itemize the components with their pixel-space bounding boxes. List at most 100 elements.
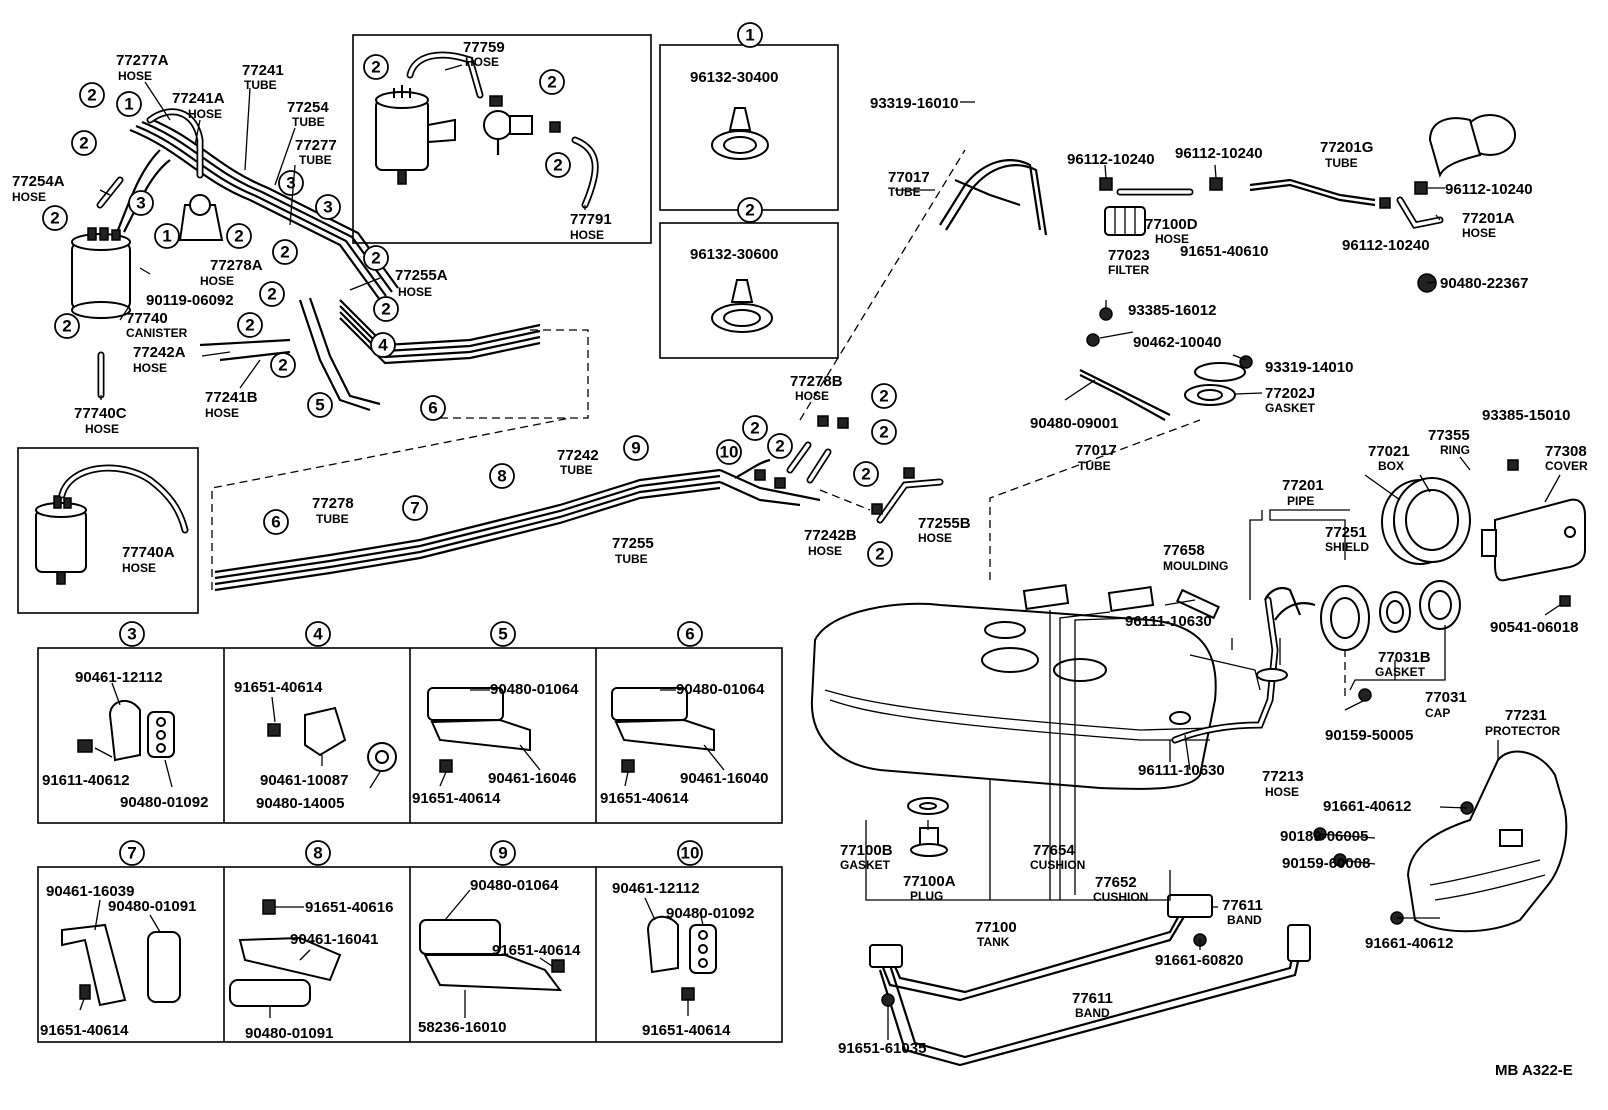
svg-text:77611: 77611 xyxy=(1072,990,1113,1007)
callout-2: 2 xyxy=(363,54,389,80)
plug-77100a xyxy=(910,827,948,857)
svg-text:90480-01092: 90480-01092 xyxy=(120,794,208,811)
svg-text:PROTECTOR: PROTECTOR xyxy=(1485,724,1560,738)
svg-text:PLUG: PLUG xyxy=(910,889,943,903)
svg-text:2: 2 xyxy=(278,356,287,375)
detail-part-labels: 90461-12112 91611-40612 90480-01092 9165… xyxy=(40,669,768,1042)
svg-text:2: 2 xyxy=(750,419,759,438)
svg-text:2: 2 xyxy=(371,249,380,268)
svg-text:77201: 77201 xyxy=(1282,477,1324,494)
tube-77017-top xyxy=(939,159,1048,236)
cushion-77654 xyxy=(1022,584,1070,610)
svg-text:HOSE: HOSE xyxy=(1462,226,1496,240)
detail-header-7: 7 xyxy=(119,840,145,866)
svg-text:2: 2 xyxy=(861,465,870,484)
svg-text:77255: 77255 xyxy=(612,535,654,552)
svg-text:7: 7 xyxy=(410,499,419,518)
svg-text:90461-16041: 90461-16041 xyxy=(290,931,378,948)
svg-text:GASKET: GASKET xyxy=(1375,665,1426,679)
svg-text:BOX: BOX xyxy=(1378,459,1404,473)
detail-header-10: 10 xyxy=(677,840,703,866)
svg-text:FILTER: FILTER xyxy=(1108,263,1149,277)
svg-text:6: 6 xyxy=(271,513,280,532)
svg-text:8: 8 xyxy=(497,467,506,486)
svg-text:TANK: TANK xyxy=(977,935,1010,949)
svg-text:2: 2 xyxy=(245,316,254,335)
svg-text:58236-16010: 58236-16010 xyxy=(418,1019,506,1036)
svg-text:77254: 77254 xyxy=(287,99,329,116)
svg-text:91651-61035: 91651-61035 xyxy=(838,1040,926,1057)
svg-text:77277: 77277 xyxy=(295,137,337,154)
svg-text:2: 2 xyxy=(775,437,784,456)
svg-text:96112-10240: 96112-10240 xyxy=(1445,181,1533,198)
svg-text:HOSE: HOSE xyxy=(12,190,46,204)
protector-77231 xyxy=(1406,750,1568,933)
svg-text:HOSE: HOSE xyxy=(188,107,222,121)
svg-text:91651-40616: 91651-40616 xyxy=(305,899,393,916)
callout-1-box: 1 xyxy=(737,22,763,48)
svg-text:77201G: 77201G xyxy=(1320,139,1373,156)
svg-text:96112-10240: 96112-10240 xyxy=(1067,151,1155,168)
svg-text:2: 2 xyxy=(879,387,888,406)
svg-text:HOSE: HOSE xyxy=(465,55,499,69)
callout-3: 3 xyxy=(278,170,304,196)
svg-text:90461-12112: 90461-12112 xyxy=(75,669,163,686)
svg-text:3: 3 xyxy=(136,194,145,213)
svg-text:77251: 77251 xyxy=(1325,524,1367,541)
svg-text:BAND: BAND xyxy=(1075,1006,1110,1020)
svg-text:HOSE: HOSE xyxy=(398,285,432,299)
callout-8: 8 xyxy=(489,463,515,489)
svg-text:96111-10630: 96111-10630 xyxy=(1125,613,1212,630)
svg-text:1: 1 xyxy=(745,26,754,45)
svg-text:77254A: 77254A xyxy=(12,173,65,190)
svg-text:77242B: 77242B xyxy=(804,527,857,544)
svg-text:TUBE: TUBE xyxy=(1078,459,1111,473)
svg-text:3: 3 xyxy=(323,198,332,217)
svg-text:2: 2 xyxy=(50,209,59,228)
svg-text:77759: 77759 xyxy=(463,39,505,56)
svg-text:2: 2 xyxy=(87,86,96,105)
svg-text:77740: 77740 xyxy=(126,310,168,327)
svg-text:5: 5 xyxy=(315,396,324,415)
svg-text:77255A: 77255A xyxy=(395,267,448,284)
svg-text:RING: RING xyxy=(1440,443,1470,457)
svg-text:91661-60820: 91661-60820 xyxy=(1155,952,1243,969)
svg-text:96112-10240: 96112-10240 xyxy=(1175,145,1263,162)
svg-text:TUBE: TUBE xyxy=(1325,156,1358,170)
callout-2: 2 xyxy=(867,541,893,567)
svg-text:4: 4 xyxy=(313,625,323,644)
callout-2: 2 xyxy=(54,313,80,339)
callout-3: 3 xyxy=(315,194,341,220)
detail-header-8: 8 xyxy=(305,840,331,866)
svg-text:91651-40614: 91651-40614 xyxy=(412,790,501,807)
svg-text:2: 2 xyxy=(381,300,390,319)
svg-text:TUBE: TUBE xyxy=(888,185,921,199)
callout-5: 5 xyxy=(307,392,333,418)
svg-text:96112-10240: 96112-10240 xyxy=(1342,237,1430,254)
vapor-filter xyxy=(375,85,456,185)
svg-text:77100D: 77100D xyxy=(1145,216,1198,233)
svg-text:HOSE: HOSE xyxy=(570,228,604,242)
inset-box-clamp-2 xyxy=(659,222,839,359)
svg-text:77740C: 77740C xyxy=(74,405,127,422)
callout-2: 2 xyxy=(373,296,399,322)
svg-text:93385-16012: 93385-16012 xyxy=(1128,302,1216,319)
svg-text:HOSE: HOSE xyxy=(122,561,156,575)
svg-text:90480-09001: 90480-09001 xyxy=(1030,415,1118,432)
svg-text:7: 7 xyxy=(127,844,136,863)
svg-text:10: 10 xyxy=(720,443,739,462)
moulding-77658 xyxy=(1176,588,1220,620)
svg-text:77100B: 77100B xyxy=(840,842,893,859)
svg-text:90480-01092: 90480-01092 xyxy=(666,905,754,922)
svg-text:GASKET: GASKET xyxy=(1265,401,1316,415)
diagram-code: MB A322-E xyxy=(1495,1062,1573,1079)
svg-text:CANISTER: CANISTER xyxy=(126,326,188,340)
svg-text:HOSE: HOSE xyxy=(808,544,842,558)
callout-1-main: 1 xyxy=(116,91,142,117)
svg-text:77658: 77658 xyxy=(1163,542,1205,559)
svg-text:6: 6 xyxy=(685,625,694,644)
callout-2: 2 xyxy=(871,419,897,445)
svg-text:91651-40614: 91651-40614 xyxy=(600,790,689,807)
